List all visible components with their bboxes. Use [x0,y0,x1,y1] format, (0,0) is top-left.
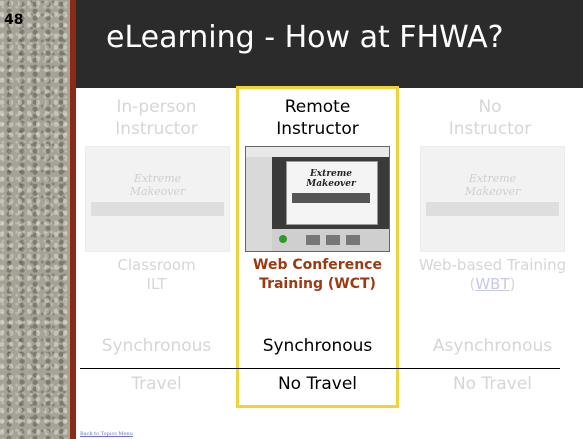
wbt-slide-thumbnail: Extreme Makeover [420,146,565,252]
row-divider [80,368,560,369]
thumbnail-title-line: Makeover [464,185,521,198]
travel-remote: No Travel [277,374,358,394]
heading-line: No [478,97,502,117]
slide-title: eLearning - How at FHWA? [106,20,504,55]
thumbnail-title-line: Extreme [309,169,353,179]
status-dot-icon [279,235,287,243]
control-button [326,235,340,245]
type-line-wbt: (WBT) [405,275,580,294]
back-to-topics-link[interactable]: Back to Topics Menu [80,431,133,437]
sidebar-accent-rule [70,0,76,439]
sync-remote: Synchronous [262,336,373,356]
column-heading-in-person: In-person Instructor [84,96,229,140]
thumbnail-banner [426,202,559,216]
type-line: Web-based Training [418,256,567,274]
thumbnail-title-line: Makeover [306,179,356,189]
shared-slide-banner [292,193,370,203]
type-line: Classroom [117,256,196,274]
slide-number: 48 [4,12,24,28]
type-line: ILT [146,275,167,293]
control-button [306,235,320,245]
heading-line: Instructor [276,119,359,139]
type-line: Web Conference [253,257,382,273]
highlight-box-remote [236,86,399,408]
heading-line: Instructor [115,119,198,139]
type-label-wbt: Web-based Training (WBT) [405,256,580,294]
travel-no-instructor: No Travel [452,374,533,394]
sync-no-instructor: Asynchronous [432,336,553,356]
travel-in-person: Travel [131,374,182,394]
thumbnail-title-line: Extreme [468,172,517,185]
sync-in-person: Synchronous [101,336,212,356]
paren-open: ( [469,275,476,293]
heading-line: Instructor [448,119,532,139]
column-heading-no-instructor: No Instructor [410,96,570,140]
web-conference-screenshot-thumbnail: Extreme Makeover [245,146,390,252]
classroom-slide-thumbnail: Extreme Makeover [85,146,230,252]
control-button [346,235,360,245]
type-label-wct: Web Conference Training (WCT) [240,256,395,294]
paren-close: ) [509,275,516,293]
thumbnail-title-line: Makeover [129,185,186,198]
thumbnail-banner [91,202,224,216]
stone-texture-sidebar [0,0,70,439]
column-heading-remote: Remote Instructor [240,96,395,140]
heading-line: Remote [284,97,351,117]
title-bar [76,0,583,88]
type-label-classroom: Classroom ILT [84,256,229,294]
toolbar-strip [246,147,389,157]
type-line: Training (WCT) [259,276,376,292]
side-panel-strip [246,157,272,251]
thumbnail-title-line: Extreme [133,172,182,185]
wbt-link[interactable]: WBT [475,275,510,293]
heading-line: In-person [116,97,197,117]
